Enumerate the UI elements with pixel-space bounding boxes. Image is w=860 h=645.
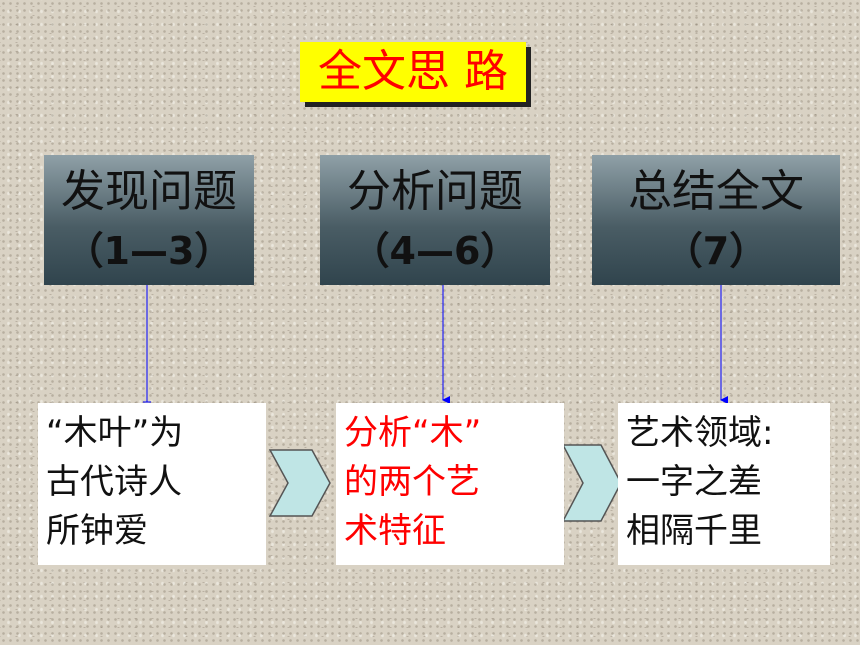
chevron-arrow-1 xyxy=(268,449,331,517)
detail-box-summarize: 艺术领域: 一字之差 相隔千里 xyxy=(618,403,830,565)
phase-box-analyze: 分析问题 （4—6） xyxy=(320,155,550,285)
chevron-arrow-2 xyxy=(561,444,622,522)
phase-range: （7） xyxy=(664,229,768,273)
phase-range: （4—6） xyxy=(351,229,519,273)
phase-box-summarize: 总结全文 （7） xyxy=(592,155,840,285)
detail-box-discover: “木叶”为 古代诗人 所钟爱 xyxy=(38,403,266,565)
detail-box-analyze: 分析“木” 的两个艺 术特征 xyxy=(336,403,564,565)
phase-name: 分析问题 xyxy=(347,166,523,217)
phase-name: 发现问题 xyxy=(61,166,237,217)
phase-box-discover: 发现问题 （1—3） xyxy=(44,155,254,285)
phase-name: 总结全文 xyxy=(628,166,804,217)
diagram-title: 全文思 路 xyxy=(300,42,526,102)
phase-range: （1—3） xyxy=(65,229,233,273)
